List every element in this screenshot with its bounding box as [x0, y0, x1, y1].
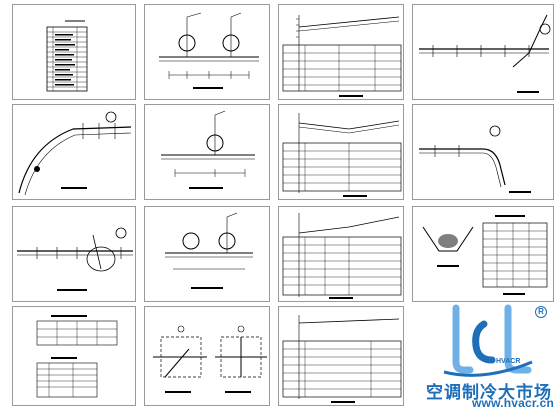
thumbnail-plan-view-1[interactable] [412, 4, 554, 100]
trench-detail-drawing [422, 215, 548, 295]
profile-drawing [282, 15, 402, 97]
thumbnail-longitudinal-profile-4[interactable] [278, 306, 404, 406]
plan-view-drawing [419, 125, 531, 193]
thumbnail-longitudinal-profile-2[interactable] [278, 104, 404, 200]
watermark-brand: HVACR [496, 358, 521, 365]
thumbnail-trench-detail[interactable] [412, 206, 554, 302]
profile-drawing [282, 213, 402, 299]
watermark-website: www.hvacr.cn [472, 396, 554, 410]
thumbnail-longitudinal-profile-3[interactable] [278, 206, 404, 302]
section-view-drawing [161, 110, 255, 189]
profile-drawing [282, 113, 402, 197]
plan-view-drawing [419, 14, 551, 93]
registered-mark: R [535, 306, 547, 318]
profile-drawing [282, 315, 402, 403]
thumbnail-longitudinal-profile-1[interactable] [278, 4, 404, 100]
hvacr-watermark-logo: R HVACR 空调制冷大市场 www.hvacr.cn [404, 300, 560, 412]
watermark-chinese-name: 空调制冷大市场 [426, 383, 552, 403]
thumbnail-section-view-3[interactable] [144, 206, 270, 302]
material-table-drawing [36, 315, 118, 398]
section-view-drawing [165, 212, 253, 289]
plan-view-drawing [17, 227, 133, 291]
thumbnail-section-view-2[interactable] [144, 104, 270, 200]
thumbnail-plan-view-2[interactable] [412, 104, 554, 200]
thumbnail-material-tables[interactable] [12, 306, 136, 406]
thumbnail-node-details[interactable] [144, 306, 270, 406]
node-detail-drawing [153, 325, 267, 393]
thumbnail-drawing-index-table[interactable] [12, 4, 136, 100]
hvacr-logo-icon [443, 304, 533, 377]
thumbnail-plan-view-3[interactable] [12, 206, 136, 302]
thumbnail-section-view-1[interactable] [144, 4, 270, 100]
curved-plan-drawing [18, 111, 132, 196]
section-view-drawing [159, 12, 259, 89]
index-table-drawing [46, 20, 88, 92]
thumbnail-curved-plan-1[interactable] [12, 104, 136, 200]
